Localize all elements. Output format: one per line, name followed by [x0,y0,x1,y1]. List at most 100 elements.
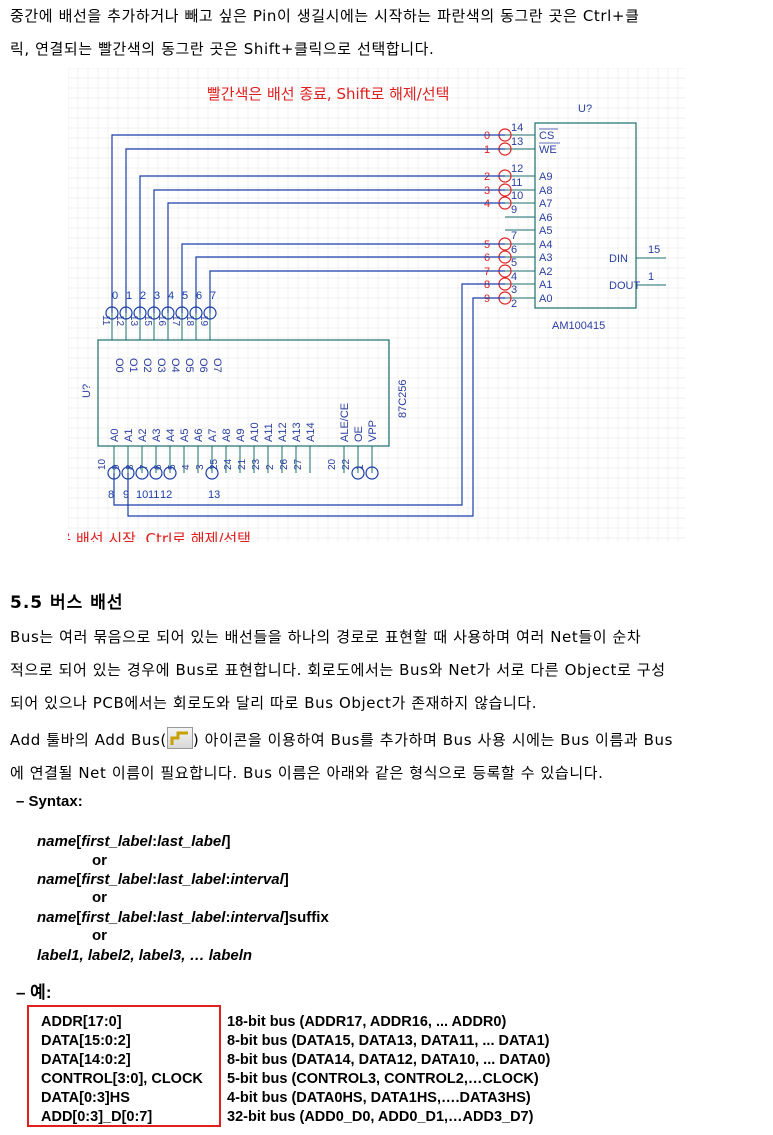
chip-right-pin-number: 14 [511,122,523,134]
chip-left-bottom-pin-name: A3 [151,429,163,442]
chip-left-top-pin-name: O1 [127,358,139,373]
chip-left-bottom-pin-name: A4 [165,429,177,442]
blue-pin-label: 5 [182,290,188,302]
chip-right-out-pin-name: DIN [609,253,628,265]
chip-left-top-pin-number: 12 [114,315,125,327]
blue-start-pin-circle [205,466,219,480]
net-wire [167,202,505,313]
chip-right-ref: U? [578,103,592,115]
section-para-5: 에 연결될 Net 이름이 필요합니다. Bus 이름은 아래와 같은 형식으로… [10,764,604,782]
chip-right-pin-number: 13 [511,136,523,148]
example-bus-desc: 8-bit bus (DATA15, DATA13, DATA11, ... D… [227,1033,550,1049]
chip-left-bottom-pin-number: 22 [341,458,352,470]
chip-left-top-pin-name: O6 [197,358,209,373]
chip-right-out-pin-number: 15 [648,244,660,256]
blue-start-pin-circle [135,466,149,480]
section-title: 5.5 버스 배선 [10,593,124,613]
chip-left-bottom-pin-name: A13 [291,422,303,442]
red-pin-label: 2 [484,171,490,183]
para-4-start: Add 툴바의 Add Bus( [10,731,167,749]
intro-line-1: 중간에 배선을 추가하거나 빼고 싶은 Pin이 생길시에는 시작하는 파란색의… [10,7,640,25]
blue-start-pin-circle [365,466,379,480]
chip-left-top-pin-name: O7 [211,358,223,373]
chip-left-bottom-pin-number: 26 [279,458,290,470]
chip-left-top-pin-number: 19 [198,315,209,327]
chip-left-top-pin-number: 18 [184,315,195,327]
chip-left-bottom-pin-number: 2 [265,464,276,470]
chip-left-top-pin-number: 11 [100,315,111,326]
section-para-2: 적으로 되어 있는 경우에 Bus로 표현합니다. 회로도에서는 Bus와 Ne… [10,661,666,679]
chip-right-pin-name: A2 [539,266,552,278]
chip-left-bottom-pin-name: A0 [109,429,121,442]
schematic-svg: 빨간색은 배선 종료, Shift로 해제/선택파랜색은 배선 시작, Ctrl… [68,68,686,542]
chip-right-pin-name: WE [539,144,557,156]
chip-right-pin-number: 9 [511,204,517,216]
blue-pin-label: 9 [123,489,129,501]
chip-left-bottom-pin-name: A8 [221,429,233,442]
example-bus-name: ADD[0:3]_D[0:7] [41,1109,153,1125]
red-pin-label: 9 [484,293,490,305]
example-bus-name: DATA[0:3]HS [41,1090,130,1106]
example-bus-desc: 5-bit bus (CONTROL3, CONTROL2,…CLOCK) [227,1071,539,1087]
example-bus-desc: 18-bit bus (ADDR17, ADDR16, ... ADDR0) [227,1014,507,1030]
chip-left-bottom-pin-name: ALE/CE [339,403,351,442]
chip-left-bottom-pin-name: A1 [123,429,135,442]
red-pin-label: 1 [484,144,490,156]
net-wire [113,283,505,506]
blue-note: 파랜색은 배선 시작, Ctrl로 해제/선택 [68,530,251,542]
red-pin-label: 3 [484,185,490,197]
section-para-3: 되어 있으나 PCB에서는 회로도와 달리 따로 Bus Object가 존재하… [10,694,538,712]
chip-left-bottom-pin-name: A7 [207,429,219,442]
chip-left-bottom-pin-name: A2 [137,429,149,442]
chip-left-top-pin-number: 13 [128,315,139,327]
red-pin-label: 6 [484,252,490,264]
red-pin-label: 5 [484,239,490,251]
chip-right-pin-number: 12 [511,163,523,175]
chip-left-bottom-pin-name: A14 [305,422,317,442]
chip-right-pin-number: 2 [511,298,517,310]
net-wire [125,148,505,313]
blue-pin-label: 6 [196,290,202,302]
chip-right-pin-name: A5 [539,225,552,237]
blue-pin-label: 10 [136,489,148,501]
chip-right-pin-number: 3 [511,284,517,296]
net-wire [153,189,505,313]
blue-pin-label: 11 [148,489,159,501]
blue-pin-label: 2 [140,290,146,302]
examples-title: – 예: [16,983,52,1002]
net-wire [209,270,505,313]
red-pin-label: 0 [484,130,490,142]
net-wire [195,256,505,313]
chip-left-top-pin-number: 16 [156,315,167,327]
syntax-title: – Syntax: [16,793,83,810]
syntax-form-1: name[first_label:last_label] [37,833,231,850]
chip-left-bottom-pin-name: OE [353,426,365,442]
chip-right-pin-number: 11 [511,177,522,189]
syntax-form-3: name[first_label:last_label:interval]suf… [37,909,329,926]
syntax-or-1: or [92,852,107,869]
para-4-end: ) 아이콘을 이용하여 Bus를 추가하며 Bus 사용 시에는 Bus 이름과… [192,731,674,749]
chip-right-name: AM100415 [552,320,605,332]
example-bus-desc: 8-bit bus (DATA14, DATA12, DATA10, ... D… [227,1052,551,1068]
example-bus-name: DATA[14:0:2] [41,1052,131,1068]
syntax-form-4: label1, label2, label3, … labeln [37,947,253,964]
chip-left-bottom-pin-name: A10 [249,422,261,442]
blue-pin-label: 7 [210,290,216,302]
chip-left-top-pin-number: 15 [142,315,153,327]
example-bus-name: ADDR[17:0] [41,1014,122,1030]
chip-87c256-body [97,339,390,447]
chip-left-top-pin-name: O4 [169,358,181,373]
net-wire [181,243,505,313]
blue-start-pin-circle [351,466,365,480]
chip-right-out-pin-name: DOUT [609,280,640,292]
chip-right-out-pin-number: 1 [648,271,654,283]
chip-left-top-pin-name: O0 [113,358,125,373]
chip-left-bottom-pin-number: 23 [251,458,262,470]
blue-pin-label: 1 [126,290,132,302]
schematic-figure: 빨간색은 배선 종료, Shift로 해제/선택파랜색은 배선 시작, Ctrl… [68,68,686,542]
blue-pin-label: 13 [208,489,220,501]
chip-right-pin-name: A6 [539,212,552,224]
blue-pin-label: 0 [112,290,118,302]
chip-left-bottom-pin-name: VPP [367,420,379,442]
red-note: 빨간색은 배선 종료, Shift로 해제/선택 [207,85,449,103]
